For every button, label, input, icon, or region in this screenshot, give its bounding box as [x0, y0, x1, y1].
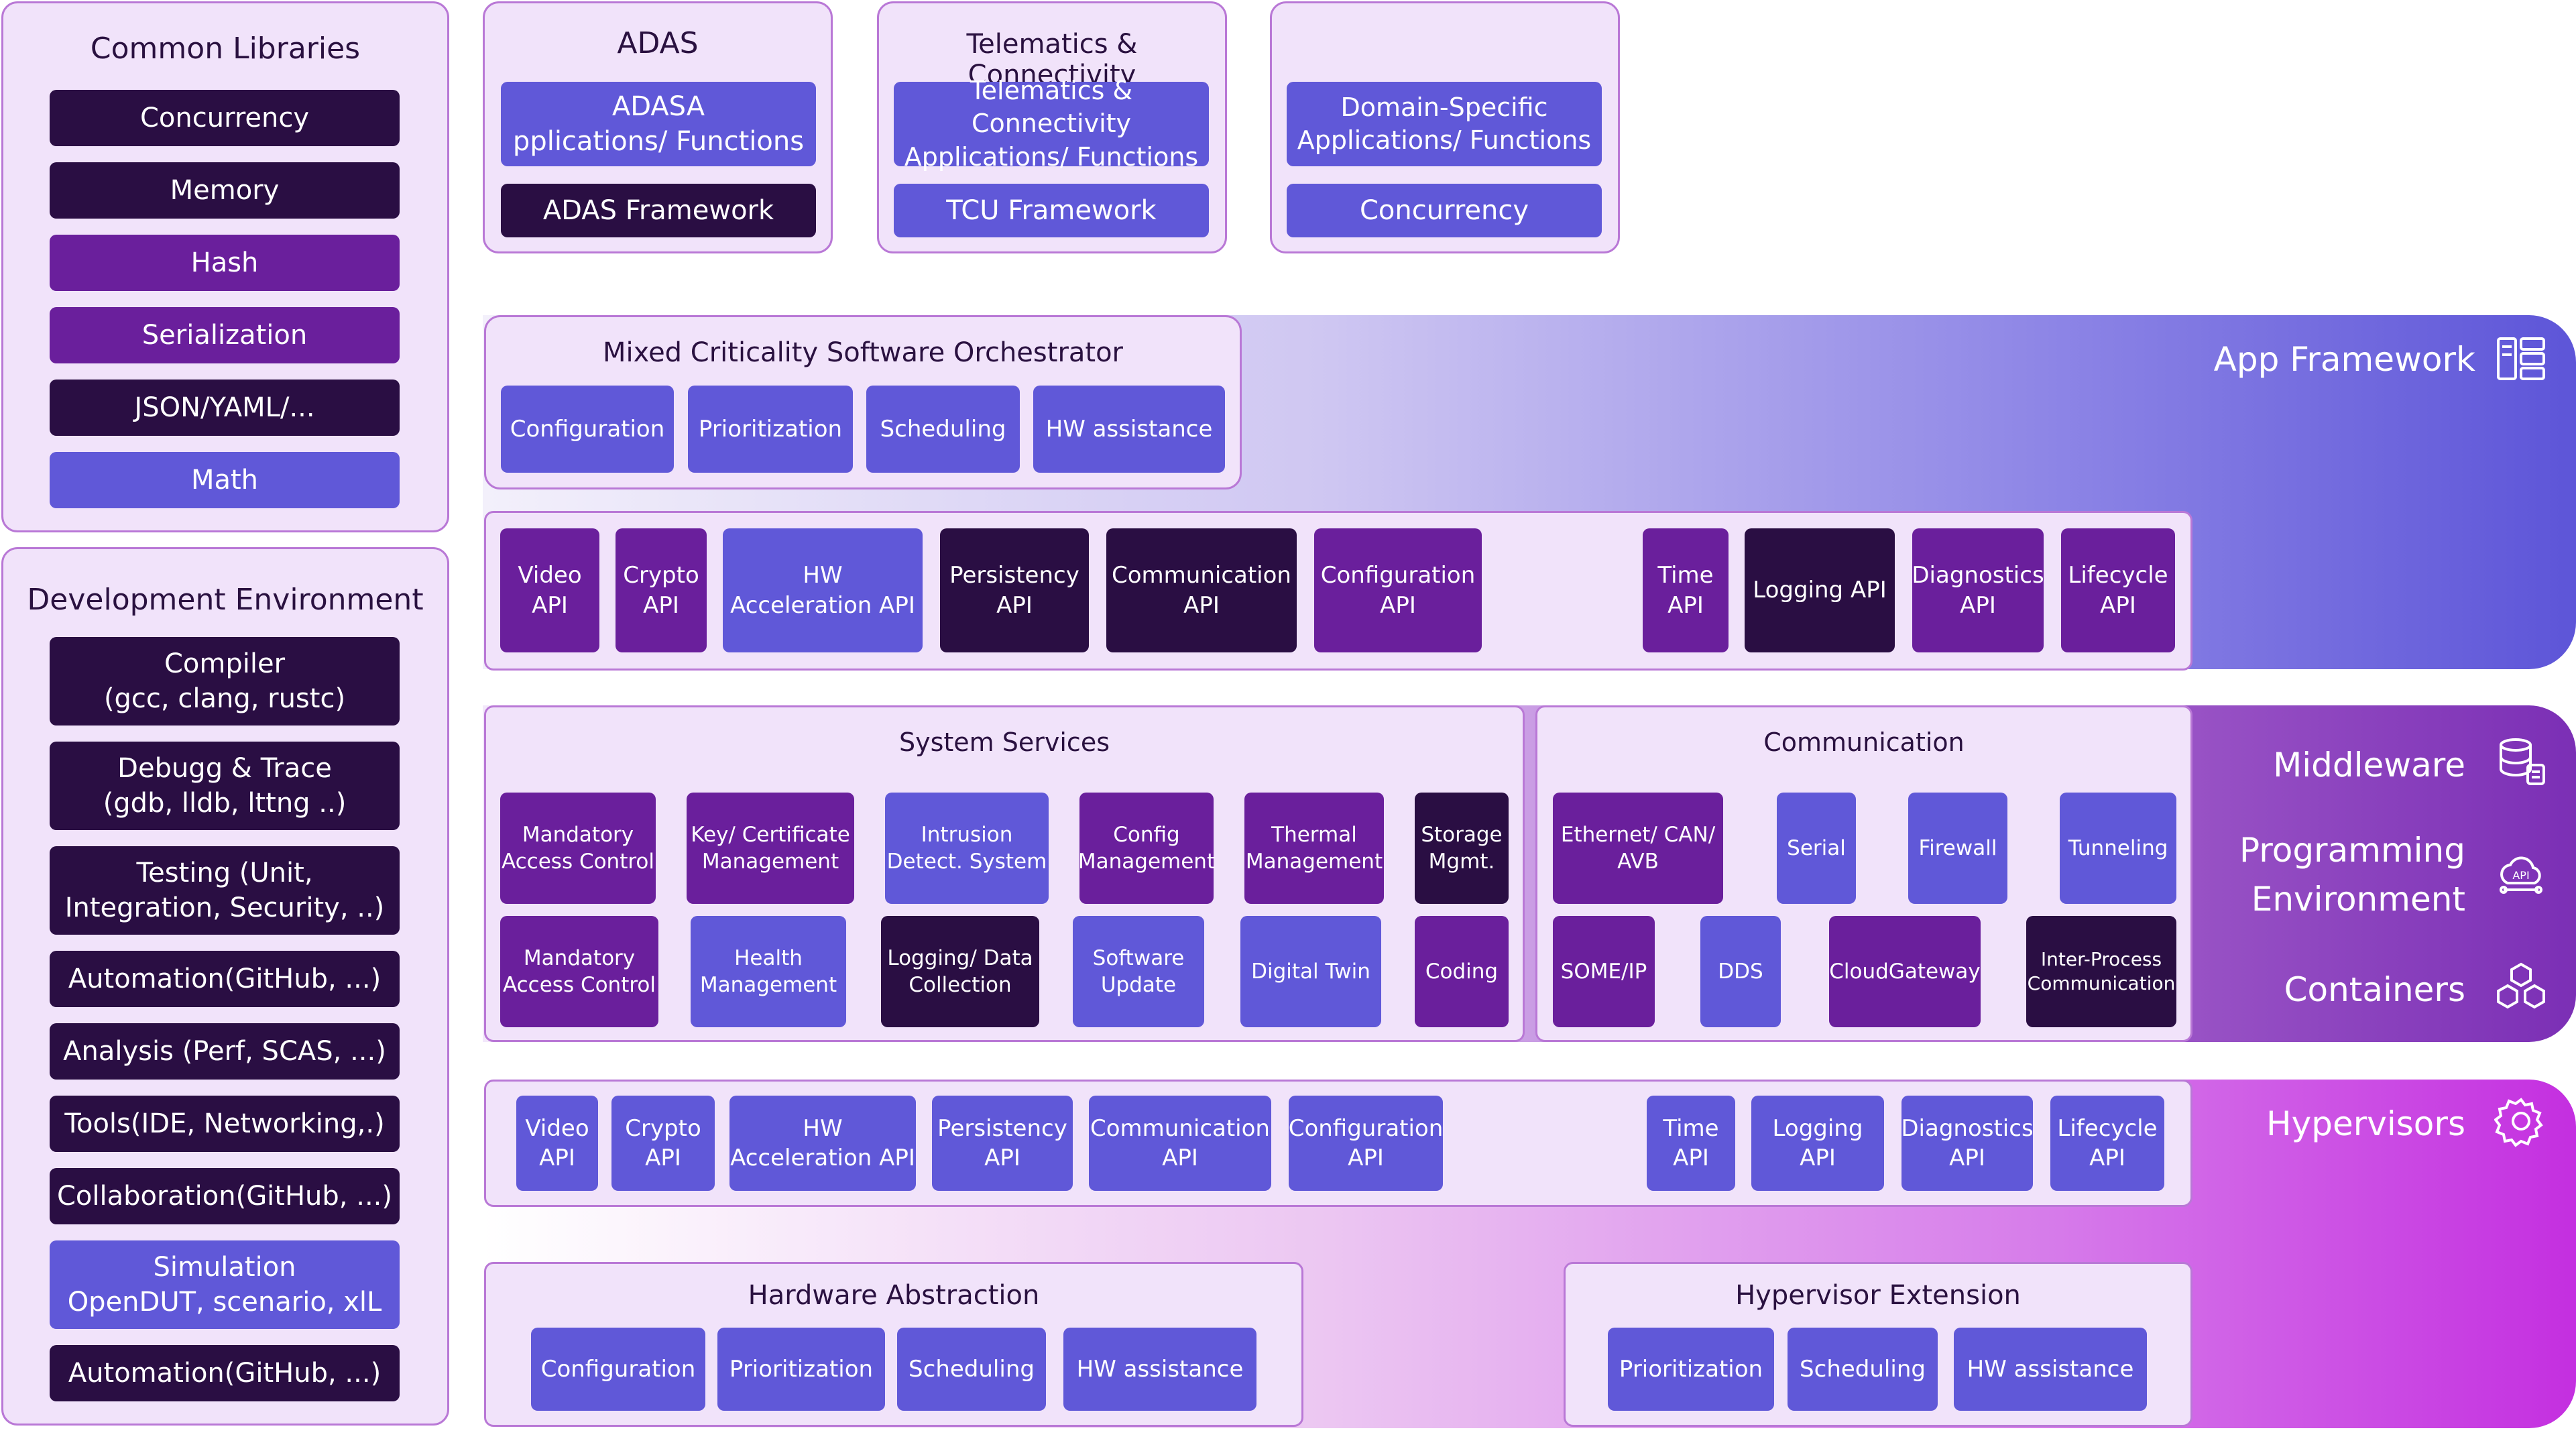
api2-lifecycle: Lifecycle API	[2050, 1096, 2164, 1191]
containers-label: Containers	[2284, 970, 2465, 1009]
comm-firewall: Firewall	[1908, 793, 2007, 904]
middleware-label: Middleware	[2273, 746, 2465, 785]
api1-lifecycle: Lifecycle API	[2061, 528, 2175, 652]
comm-tunneling: Tunneling	[2060, 793, 2176, 904]
svc-mandatory-access-control: Mandatory Access Control	[500, 793, 656, 904]
ha-prioritization: Prioritization	[717, 1328, 885, 1411]
dev-testing: Testing (Unit, Integration, Security, ..…	[50, 846, 400, 935]
comm-inter-process: Inter-Process Communication	[2026, 916, 2176, 1027]
comm-dds: DDS	[1700, 916, 1781, 1027]
api2-crypto: Crypto API	[611, 1096, 715, 1191]
orchestrator-prioritization: Prioritization	[688, 386, 853, 473]
comm-cloud-gateway: CloudGateway	[1829, 916, 1981, 1027]
api2-configuration: Configuration API	[1289, 1096, 1443, 1191]
hypervisors-label: Hypervisors	[2266, 1104, 2465, 1143]
comm-ethernet-can-avb: Ethernet/ CAN/ AVB	[1553, 793, 1723, 904]
panel-title: Mixed Criticality Software Orchestrator	[603, 337, 1123, 368]
api1-communication: Communication API	[1106, 528, 1297, 652]
dev-collaboration: Collaboration(GitHub, ...)	[50, 1168, 400, 1224]
dev-tools: Tools(IDE, Networking,.)	[50, 1096, 400, 1152]
svc-health-management: Health Management	[691, 916, 846, 1027]
svc-key-certificate-management: Key/ Certificate Management	[687, 793, 854, 904]
svc-coding: Coding	[1415, 916, 1509, 1027]
svc-intrusion-detection: Intrusion Detect. System	[885, 793, 1049, 904]
api1-configuration: Configuration API	[1314, 528, 1482, 652]
containers-icon	[2494, 959, 2548, 1012]
dev-debug-trace: Debugg & Trace (gdb, lldb, lttng ..)	[50, 742, 400, 830]
svc-mandatory-access-control-2: Mandatory Access Control	[500, 916, 658, 1027]
api1-time: Time API	[1643, 528, 1729, 652]
svc-storage-management: Storage Mgmt.	[1415, 793, 1509, 904]
hx-prioritization: Prioritization	[1608, 1328, 1774, 1411]
api1-logging: Logging API	[1745, 528, 1895, 652]
dev-automation: Automation(GitHub, ...)	[50, 951, 400, 1007]
lib-json-yaml: JSON/YAML/...	[50, 380, 400, 436]
domain-concurrency: Concurrency	[1287, 184, 1602, 237]
panel-title: Telematics & Connectivity	[966, 29, 1138, 91]
panel-title: Hypervisor Extension	[1735, 1280, 2021, 1311]
dev-compiler: Compiler (gcc, clang, rustc)	[50, 637, 400, 726]
lib-concurrency: Concurrency	[50, 90, 400, 146]
api1-crypto: Crypto API	[616, 528, 707, 652]
panel-title: System Services	[898, 728, 1110, 757]
api1-hw-acceleration: HW Acceleration API	[723, 528, 923, 652]
api1-video: Video API	[500, 528, 599, 652]
dev-simulation: Simulation OpenDUT, scenario, xlL	[50, 1240, 400, 1329]
orchestrator-configuration: Configuration	[501, 386, 674, 473]
api-icon: API	[2494, 848, 2548, 902]
api1-persistency: Persistency API	[940, 528, 1089, 652]
panel-title: Development Environment	[27, 583, 424, 617]
app-framework-icon	[2494, 332, 2548, 386]
orchestrator-hw-assistance: HW assistance	[1033, 386, 1225, 473]
dev-analysis: Analysis (Perf, SCAS, ...)	[50, 1023, 400, 1080]
app-framework-label: App Framework	[2213, 340, 2475, 379]
svc-logging-data-collection: Logging/ Data Collection	[881, 916, 1039, 1027]
adas-framework: ADAS Framework	[501, 184, 816, 237]
svc-software-update: Software Update	[1073, 916, 1204, 1027]
svg-text:API: API	[2512, 869, 2529, 882]
ha-configuration: Configuration	[531, 1328, 705, 1411]
lib-serialization: Serialization	[50, 307, 400, 363]
programming-environment-label: Programming Environment	[2239, 831, 2465, 919]
panel-title: Communication	[1763, 728, 1965, 757]
api2-persistency: Persistency API	[932, 1096, 1073, 1191]
adas-applications: ADASA pplications/ Functions	[501, 82, 816, 166]
tcu-framework: TCU Framework	[894, 184, 1209, 237]
api2-hw-acceleration: HW Acceleration API	[729, 1096, 916, 1191]
comm-some-ip: SOME/IP	[1553, 916, 1655, 1027]
ha-hw-assistance: HW assistance	[1063, 1328, 1256, 1411]
api2-logging: Logging API	[1751, 1096, 1884, 1191]
svc-thermal-management: Thermal Management	[1244, 793, 1384, 904]
comm-serial: Serial	[1777, 793, 1856, 904]
orchestrator-scheduling: Scheduling	[866, 386, 1020, 473]
svc-config-management: Config Management	[1078, 793, 1215, 904]
lib-memory: Memory	[50, 162, 400, 219]
dev-automation-2: Automation(GitHub, ...)	[50, 1345, 400, 1401]
api1-diagnostics: Diagnostics API	[1912, 528, 2044, 652]
ha-scheduling: Scheduling	[897, 1328, 1046, 1411]
panel-title: Hardware Abstraction	[748, 1280, 1040, 1311]
database-icon	[2494, 736, 2548, 789]
panel-title: ADAS	[617, 26, 699, 60]
api2-communication: Communication API	[1089, 1096, 1271, 1191]
domain-specific-applications: Domain-Specific Applications/ Functions	[1287, 82, 1602, 166]
hx-scheduling: Scheduling	[1788, 1328, 1938, 1411]
api2-time: Time API	[1647, 1096, 1735, 1191]
panel-title: Common Libraries	[90, 32, 361, 66]
hx-hw-assistance: HW assistance	[1954, 1328, 2147, 1411]
gear-icon	[2494, 1094, 2548, 1148]
svc-digital-twin: Digital Twin	[1240, 916, 1381, 1027]
api2-diagnostics: Diagnostics API	[1901, 1096, 2034, 1191]
lib-hash: Hash	[50, 235, 400, 291]
lib-math: Math	[50, 452, 400, 508]
api2-video: Video API	[516, 1096, 598, 1191]
telematics-applications: Telematics & Connectivity Applications/ …	[894, 76, 1209, 172]
